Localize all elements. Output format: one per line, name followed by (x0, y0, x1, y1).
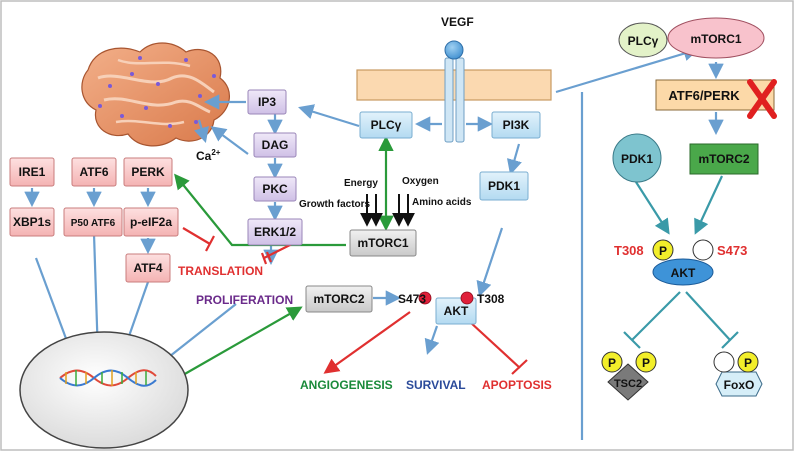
blue-arrows-left (24, 94, 522, 366)
dag-node (253, 132, 297, 158)
proliferation-label: PROLIFERATION (196, 293, 293, 307)
dag-label: DAG (262, 138, 289, 152)
angiogenesis-label: ANGIOGENESIS (300, 378, 393, 392)
mtorc2-node (305, 285, 373, 313)
phospho-t308-icon (652, 239, 674, 261)
right-pdk1-node (612, 133, 662, 183)
plc-oval (618, 22, 668, 58)
green-arrows-left (174, 135, 394, 376)
ip3-node (247, 89, 287, 115)
tsc2-phospho-right-icon (635, 351, 657, 373)
vegf-label: VEGF (441, 15, 474, 29)
foxo-phospho-icon (737, 351, 759, 373)
right-pdk1-label: PDK1 (621, 152, 653, 166)
p-label: P (608, 356, 616, 370)
akt-label: AKT (444, 304, 469, 318)
foxo-label: FoxO (724, 378, 755, 392)
right-panel-bracket (555, 46, 724, 440)
vegf-ligand-icon (444, 40, 464, 60)
p-label: P (659, 244, 667, 258)
t308-site-icon (460, 291, 474, 305)
plc-node (359, 111, 413, 139)
atf6-label: ATF6 (79, 165, 108, 179)
xbp1s-label: XBP1s (13, 215, 51, 229)
blocked-x-icon (747, 79, 777, 119)
ire1-label: IRE1 (19, 165, 46, 179)
nucleus (19, 331, 189, 449)
atf6-node (71, 157, 117, 187)
calcium-label: Ca2+ (196, 148, 221, 163)
right-mtorc2-label: mTORC2 (698, 152, 749, 166)
right-akt-label: AKT (671, 266, 696, 280)
s473-label: S473 (398, 292, 426, 306)
translation-label: TRANSLATION (178, 264, 263, 278)
xbp1s-node (9, 207, 55, 237)
erk-label: ERK1/2 (254, 225, 296, 239)
right-mtorc1-label: mTORC1 (690, 32, 741, 46)
pkc-node (253, 176, 297, 202)
endoplasmic-reticulum-icon (81, 42, 230, 147)
atf6-perk-label: ATF6/PERK (668, 88, 740, 103)
p-eif2a-node (123, 207, 179, 237)
p-label: P (744, 356, 752, 370)
erk-node (247, 218, 303, 246)
ip3-label: IP3 (258, 95, 276, 109)
unphosphorylated-s473-icon (692, 239, 714, 261)
pi3k-branch-nodes (359, 111, 541, 325)
atf4-node (125, 253, 171, 283)
right-t308-label: T308 (614, 243, 644, 258)
mtorc2-label: mTORC2 (313, 292, 364, 306)
foxo-unphospho-icon (713, 351, 735, 373)
amino-acids-label: Amino acids (412, 197, 472, 208)
vegf-receptor (444, 40, 465, 143)
perk-label: PERK (131, 165, 165, 179)
mtorc1-oval (667, 17, 765, 59)
s473-site-icon (418, 291, 432, 305)
teal-arrows-right (623, 175, 739, 349)
pdk1-label: PDK1 (488, 179, 520, 193)
plc-branch-nodes (247, 89, 303, 246)
apoptosis-label: APOPTOSIS (482, 378, 552, 392)
survival-label: SURVIVAL (406, 378, 466, 392)
right-plc-label: PLCγ (628, 34, 659, 48)
tsc2-node (607, 363, 649, 401)
t308-label: T308 (477, 292, 505, 306)
mtorc1-label: mTORC1 (357, 236, 408, 250)
p-eif2a-label: p-eIF2a (130, 215, 172, 229)
right-s473-label: S473 (717, 243, 747, 258)
p50-atf6-node (63, 207, 123, 237)
pi3k-node (491, 111, 541, 139)
pkc-label: PKC (262, 182, 288, 196)
p-label: P (642, 356, 650, 370)
mtorc1-node (349, 229, 417, 257)
akt-node (435, 297, 477, 325)
energy-label: Energy (344, 178, 378, 189)
foxo-node (715, 371, 763, 397)
pdk1-node (479, 171, 529, 201)
cell-membrane (356, 69, 552, 101)
plc-label: PLCγ (371, 118, 402, 132)
perk-node (123, 157, 173, 187)
upr-nodes (9, 157, 179, 283)
right-akt-node (652, 258, 714, 286)
atf4-label: ATF4 (133, 261, 162, 275)
right-mtorc2-node (689, 143, 759, 175)
oxygen-label: Oxygen (402, 176, 439, 187)
growth-factors-label: Growth factors (299, 199, 371, 210)
mtorc1-input-arrows (360, 194, 415, 227)
tsc2-phospho-left-icon (601, 351, 623, 373)
pi3k-label: PI3K (503, 118, 530, 132)
dna-helix-icon (59, 369, 157, 387)
ire1-node (9, 157, 55, 187)
p50-atf6-label: P50 ATF6 (71, 218, 116, 229)
tsc2-label: TSC2 (614, 378, 642, 390)
